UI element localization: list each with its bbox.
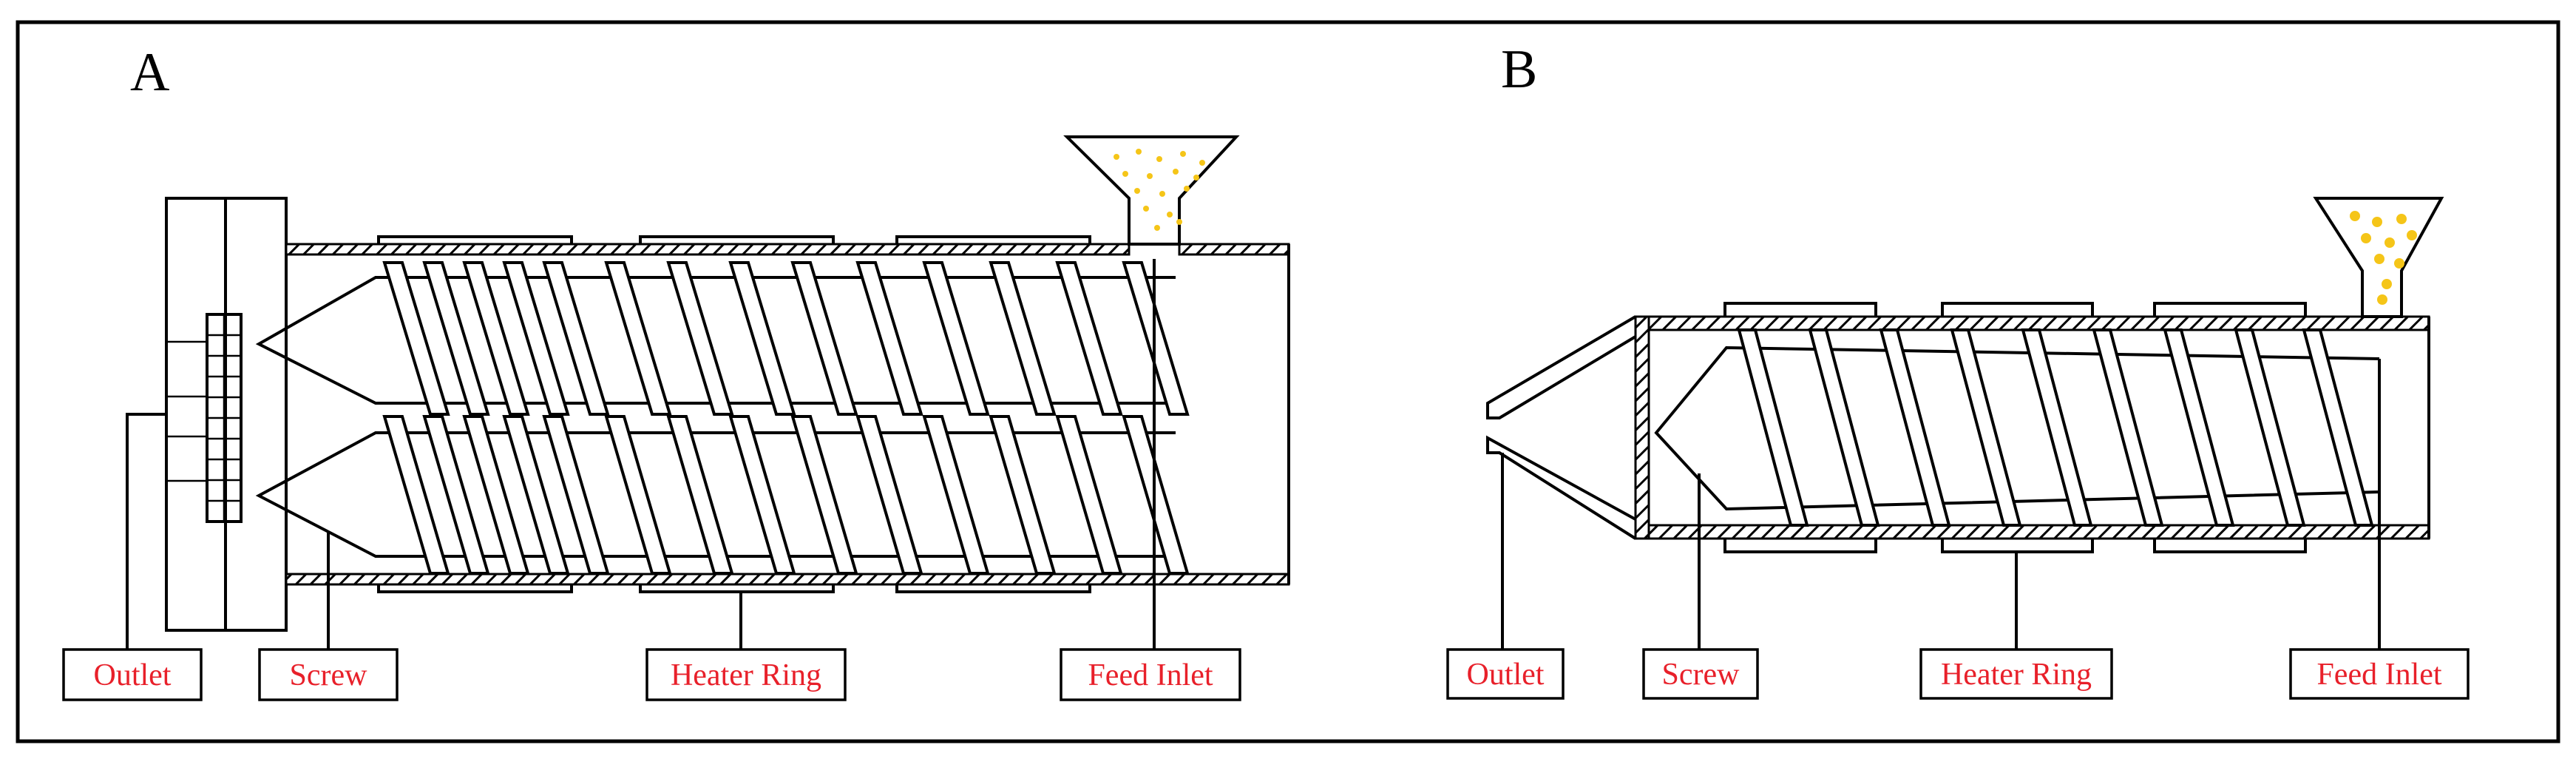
panel-a-heater-rings — [377, 235, 1091, 593]
pellet — [1176, 219, 1182, 225]
screw-flight — [604, 261, 672, 416]
pellet — [2396, 214, 2407, 224]
screw-flight — [1879, 328, 1951, 527]
pellet — [2361, 233, 2371, 243]
panel-a-label-screw: Screw — [258, 648, 399, 701]
panel-a-leader-lines — [126, 259, 1156, 650]
pellet — [1154, 225, 1160, 231]
panel-b-leader-lines — [1501, 359, 2381, 650]
panel-b-barrel — [1634, 315, 2430, 540]
screw-flight — [989, 415, 1057, 575]
screw-flight — [2234, 328, 2306, 527]
screw-flight — [422, 415, 490, 575]
pellet — [1167, 212, 1173, 217]
svg-text:Feed Inlet: Feed Inlet — [2316, 658, 2441, 692]
panel-b-label-heater-ring: Heater Ring — [1919, 648, 2113, 700]
screw-flight — [728, 261, 796, 416]
panel-b-heater-rings — [1723, 302, 2307, 553]
screw-flight — [2021, 328, 2093, 527]
panel-b-label-screw: Screw — [1642, 648, 1759, 700]
pellet — [1114, 154, 1119, 160]
pellet — [1173, 169, 1179, 175]
screw-flight — [502, 415, 570, 575]
panel-a-die-block — [165, 197, 288, 632]
panel-a-screw-cores — [255, 276, 1176, 558]
screw-flight — [1055, 415, 1123, 575]
screw-flight — [422, 261, 490, 416]
screw-flight — [989, 261, 1057, 416]
screw-flight — [666, 415, 734, 575]
panel-a-breaker-plate — [206, 313, 243, 523]
screw-flight — [462, 261, 530, 416]
screw-flight — [502, 261, 570, 416]
pellet — [2394, 258, 2404, 269]
screw-flight — [922, 415, 990, 575]
pellet — [2350, 211, 2360, 221]
pellet — [2374, 254, 2385, 264]
screw-flight — [1055, 261, 1123, 416]
pellet — [1122, 171, 1128, 177]
panel-b-nozzle — [1486, 315, 1637, 540]
pellet — [1134, 188, 1140, 194]
screw-flight — [1737, 328, 1809, 527]
pellet — [1156, 156, 1162, 162]
svg-text:Feed Inlet: Feed Inlet — [1088, 658, 1213, 692]
svg-text:Heater Ring: Heater Ring — [1941, 658, 2092, 692]
screw-flight — [1808, 328, 1880, 527]
pellet — [1143, 206, 1149, 212]
pellet — [2372, 217, 2382, 227]
pellet — [2382, 279, 2392, 289]
screw-flight — [855, 415, 923, 575]
panel-b-label-outlet: Outlet — [1446, 648, 1565, 700]
screw-flight — [790, 415, 858, 575]
screw-flight — [790, 261, 858, 416]
pellet — [2407, 230, 2417, 240]
panel-a-letter: A — [130, 42, 169, 103]
svg-text:Heater Ring: Heater Ring — [671, 658, 821, 692]
pellet — [2385, 237, 2395, 248]
screw-flight — [382, 261, 450, 416]
panel-a-label-heater-ring: Heater Ring — [645, 648, 847, 701]
svg-text:Outlet: Outlet — [94, 658, 172, 692]
pellet — [1184, 186, 1190, 192]
pellet — [1159, 191, 1165, 197]
panel-a-pellets — [1114, 149, 1205, 231]
panel-b-screw-flights — [1737, 328, 2374, 527]
screw-flight — [2092, 328, 2164, 527]
pellet — [1199, 160, 1205, 166]
screw-flight — [855, 261, 923, 416]
screw-flight — [922, 261, 990, 416]
screw-flight — [728, 415, 796, 575]
figure-frame — [16, 20, 2560, 743]
pellet — [1180, 151, 1186, 157]
screw-flight — [382, 415, 450, 575]
panel-a-twin-screw-extruder: A — [62, 42, 1290, 701]
panel-a-screw-flights — [382, 261, 1190, 575]
screw-flight — [542, 415, 610, 575]
pellet — [1193, 175, 1199, 181]
svg-text:Screw: Screw — [290, 658, 368, 692]
screw-flight — [1950, 328, 2022, 527]
screw-flight — [2302, 328, 2374, 527]
pellet — [1136, 149, 1142, 155]
panel-b-single-screw-extruder: B — [1446, 39, 2470, 700]
screw-flight — [542, 261, 610, 416]
panel-a-barrel — [285, 198, 1290, 630]
screw-flight — [462, 415, 530, 575]
svg-text:Outlet: Outlet — [1467, 658, 1545, 692]
screw-flight — [604, 415, 672, 575]
panel-b-letter: B — [1501, 39, 1537, 100]
panel-a-label-outlet: Outlet — [62, 648, 203, 701]
panel-b-pellets — [2350, 211, 2417, 305]
panel-a-feed-hopper — [1063, 135, 1240, 246]
svg-text:Screw: Screw — [1662, 658, 1741, 692]
screw-flight — [2163, 328, 2235, 527]
pellet — [2377, 294, 2387, 305]
screw-flight — [666, 261, 734, 416]
panel-b-label-feed-inlet: Feed Inlet — [2289, 648, 2470, 700]
pellet — [1147, 173, 1153, 179]
panel-a-label-feed-inlet: Feed Inlet — [1060, 648, 1241, 701]
